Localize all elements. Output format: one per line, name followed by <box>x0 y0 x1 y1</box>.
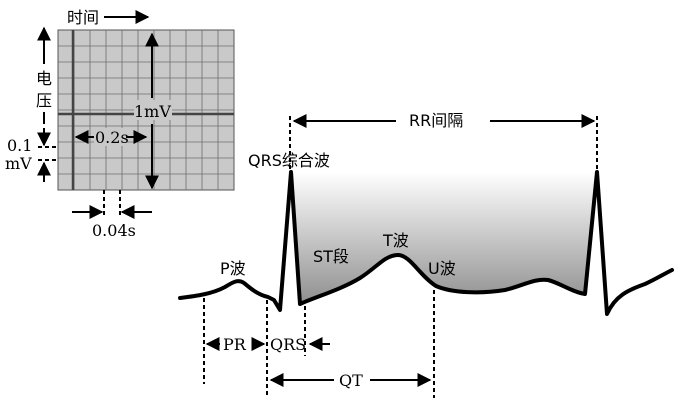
p-wave-label: P波 <box>220 259 246 278</box>
one-mv-arrow: 1mV <box>134 32 172 190</box>
small-voltage-marker: 0.1 mV <box>5 128 58 182</box>
voltage-arrow: 电 压 <box>36 26 52 124</box>
time-label: 时间 <box>67 8 99 27</box>
rr-interval-marker: RR间隔 <box>289 111 598 172</box>
ecg-waveform <box>178 170 674 316</box>
qt-label: QT <box>339 371 363 390</box>
u-wave-label: U波 <box>428 259 456 278</box>
voltage-label-1: 电 <box>36 69 52 88</box>
mv-label: 1mV <box>134 102 171 121</box>
zero-two-second-arrow: 0.2s <box>74 128 148 147</box>
rr-label: RR间隔 <box>409 111 463 130</box>
pr-interval-marker: PR <box>205 335 266 354</box>
rr-shaded-region <box>291 172 597 304</box>
small-voltage-label-2: mV <box>5 154 32 173</box>
voltage-label-2: 压 <box>36 91 52 110</box>
pr-label: PR <box>223 335 247 354</box>
ecg-trace <box>178 170 674 316</box>
qrs-complex-label: QRS综合波 <box>248 151 330 170</box>
small-voltage-label-1: 0.1 <box>7 136 32 155</box>
qrs-interval-label: QRS <box>270 335 306 354</box>
time-arrow: 时间 <box>67 8 150 27</box>
st-segment-label: ST段 <box>313 247 349 266</box>
qrs-interval-marker: QRS <box>270 335 330 354</box>
ecg-grid-panel <box>57 29 235 191</box>
small-time-marker: 0.04s <box>72 190 152 240</box>
small-time-label: 0.04s <box>92 221 136 240</box>
t-wave-label: T波 <box>382 231 409 250</box>
qt-interval-marker: QT <box>269 371 432 390</box>
big-time-label: 0.2s <box>95 128 129 147</box>
